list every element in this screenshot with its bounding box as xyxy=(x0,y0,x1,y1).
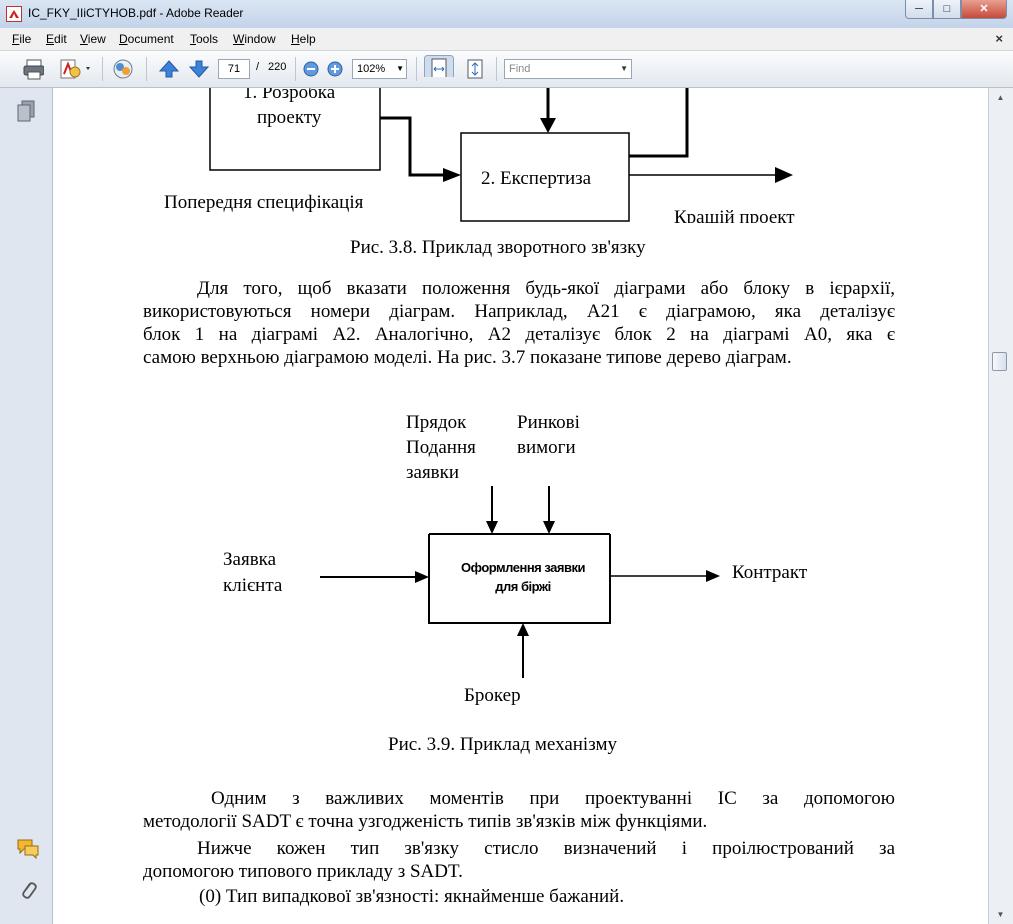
menu-help[interactable]: Help xyxy=(291,32,316,46)
zoom-value: 102% xyxy=(357,63,386,75)
fig38-caption: Рис. 3.8. Приклад зворотного зв'язку xyxy=(350,237,646,258)
fig39-control1-label: Прядок Подання заявки xyxy=(406,410,476,485)
scroll-up-icon[interactable]: ▲ xyxy=(996,93,1005,102)
page-total: 220 xyxy=(268,61,287,73)
find-input[interactable]: Find ▼ xyxy=(504,59,632,79)
fig39-input-line: Заявка xyxy=(223,549,277,570)
fig38-arrowhead xyxy=(443,168,461,182)
previous-page-icon[interactable] xyxy=(158,58,180,80)
fig39-arrowhead xyxy=(543,521,555,534)
window-controls: ─ □ ✕ xyxy=(905,0,1007,20)
paragraph-1-line: Для того, щоб вказати положення будь-яко… xyxy=(197,278,895,299)
fit-page-icon[interactable] xyxy=(464,58,486,80)
toolbar-separator xyxy=(496,57,497,81)
fig38-box1-line2: проекту xyxy=(257,107,322,128)
fig39-input-line: клієнта xyxy=(223,575,283,596)
toolbar-separator xyxy=(102,57,103,81)
create-pdf-icon[interactable] xyxy=(58,58,94,80)
fig38-feedback-line xyxy=(629,88,689,158)
print-icon[interactable] xyxy=(22,58,44,80)
page-separator: / xyxy=(256,61,260,73)
fig39-output-label: Контракт xyxy=(732,562,808,583)
minimize-button[interactable]: ─ xyxy=(905,0,933,19)
toolbar: 71 / 220 102% ▼ Find ▼ xyxy=(0,51,1013,88)
paragraph-1-line: блок 1 на діаграмі А2. Аналогічно, А2 де… xyxy=(143,324,895,345)
toolbar-separator xyxy=(416,57,417,81)
window-title: IC_FKY_IIiCTYHOB.pdf - Adobe Reader xyxy=(28,6,244,20)
chevron-down-icon[interactable]: ▼ xyxy=(620,64,628,73)
fig39-box xyxy=(428,533,611,624)
paragraph-4: (0) Тип випадкової зв'язності: якнайменш… xyxy=(199,886,625,907)
close-button[interactable]: ✕ xyxy=(961,0,1007,19)
pages-panel-icon[interactable] xyxy=(16,100,36,124)
paragraph-2-line: Одним з важливих моментів при проектуван… xyxy=(211,788,895,809)
menu-bar: File Edit View Document Tools Window Hel… xyxy=(0,28,1013,51)
fig38-arrow-box1-box2 xyxy=(380,116,443,177)
fig38-left-label: Попередня специфікація xyxy=(164,192,364,213)
fig38-right-label: Кращій проект xyxy=(674,207,795,228)
attachments-icon[interactable] xyxy=(18,878,38,902)
scrollbar-thumb[interactable] xyxy=(992,352,1007,371)
fig39-control2-line: вимоги xyxy=(517,437,576,458)
navigation-pane xyxy=(0,88,53,924)
find-placeholder: Find xyxy=(509,63,531,75)
fig39-input-label: Заявка клієнта xyxy=(223,547,282,599)
fig38-arrowhead xyxy=(775,167,793,183)
chevron-down-icon: ▼ xyxy=(396,64,404,73)
page-number-input[interactable]: 71 xyxy=(218,59,250,79)
fig39-box-label: Оформлення заявки для біржі xyxy=(438,558,608,596)
paragraph-1-line: використовуються номери діаграм. Наприкл… xyxy=(143,301,895,322)
menu-tools[interactable]: Tools xyxy=(190,32,219,46)
fig39-mechanism-label: Брокер xyxy=(464,685,521,706)
zoom-out-icon[interactable] xyxy=(302,58,320,80)
fig39-arrowhead xyxy=(415,571,429,583)
fig38-box1 xyxy=(209,88,381,171)
close-document-button[interactable]: × xyxy=(995,31,1003,46)
page-mask xyxy=(53,223,988,235)
maximize-button[interactable]: □ xyxy=(933,0,961,19)
paragraph-2: Одним з важливих моментів при проектуван… xyxy=(143,787,895,833)
fig38-arrowhead xyxy=(540,118,556,133)
paragraph-3: Нижче кожен тип зв'язку стисло визначени… xyxy=(143,837,895,883)
fig39-arrowhead xyxy=(486,521,498,534)
fit-width-icon[interactable] xyxy=(424,55,454,77)
paragraph-1-line: самою верхньою діаграмою моделі. На рис.… xyxy=(143,347,792,368)
vertical-scrollbar[interactable]: ▲ ▼ xyxy=(988,88,1013,924)
fig38-box2 xyxy=(460,132,630,222)
fig38-box1-line1: 1. Розробка xyxy=(243,88,336,103)
next-page-icon[interactable] xyxy=(188,58,210,80)
menu-file[interactable]: File xyxy=(12,32,32,46)
fig39-control2-label: Ринкові вимоги xyxy=(517,410,580,460)
fig39-caption: Рис. 3.9. Приклад механізму xyxy=(388,734,617,755)
fig39-box-line: для біржі xyxy=(495,579,551,594)
toolbar-separator xyxy=(146,57,147,81)
menu-edit[interactable]: Edit xyxy=(46,32,67,46)
collaborate-icon[interactable] xyxy=(110,58,136,80)
title-bar: IC_FKY_IIiCTYHOB.pdf - Adobe Reader ─ □ … xyxy=(0,0,1013,29)
scroll-down-icon[interactable]: ▼ xyxy=(996,910,1005,919)
fig39-control1-line: Прядок xyxy=(406,412,467,433)
adobe-pdf-icon xyxy=(6,6,22,22)
fig38-box2-label: 2. Експертиза xyxy=(481,168,592,189)
zoom-select[interactable]: 102% ▼ xyxy=(352,59,407,79)
paragraph-3-line: Нижче кожен тип зв'язку стисло визначени… xyxy=(197,838,895,859)
fig39-arrowhead xyxy=(517,623,529,636)
menu-view[interactable]: View xyxy=(80,32,106,46)
fig39-control1-line: Подання xyxy=(406,437,476,458)
menu-window[interactable]: Window xyxy=(233,32,276,46)
fig39-arrowhead xyxy=(706,570,720,582)
menu-document[interactable]: Document xyxy=(119,32,174,46)
fig39-control2-line: Ринкові xyxy=(517,412,580,433)
paragraph-1: Для того, щоб вказати положення будь-яко… xyxy=(143,277,895,369)
document-page: 1. Розробка проекту 2. Експертиза Попере… xyxy=(53,88,988,924)
document-diagrams xyxy=(209,88,793,678)
fig39-box-line: Оформлення заявки xyxy=(461,560,585,575)
paragraph-3-line: допомогою типового прикладу з SADT. xyxy=(143,861,463,882)
comments-icon[interactable] xyxy=(16,838,40,860)
toolbar-separator xyxy=(295,57,296,81)
paragraph-2-line: методології SADT є точна узгодженість ти… xyxy=(143,811,708,832)
zoom-in-icon[interactable] xyxy=(326,58,344,80)
fig39-control1-line: заявки xyxy=(406,462,460,483)
